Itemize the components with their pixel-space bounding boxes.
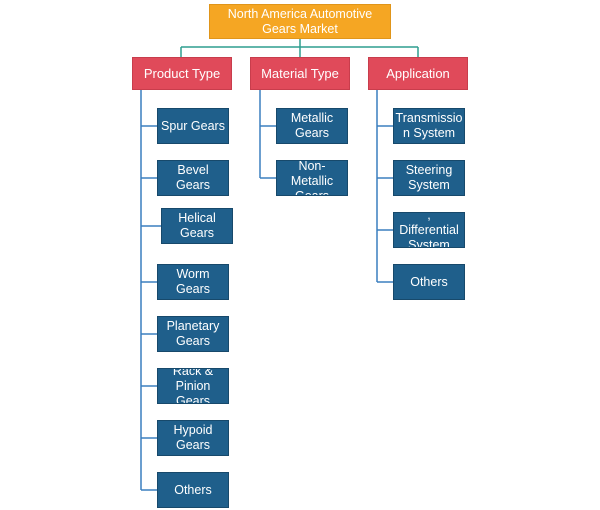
leaf-label: Metallic Gears [290, 111, 334, 140]
leaf-label: Others [410, 274, 448, 289]
leaf-helical-gears: Helical Gears [161, 208, 233, 244]
category-application: Application [368, 57, 468, 90]
root-connectors [180, 39, 419, 57]
leaf-label: Steering System [405, 163, 453, 192]
leaf-worm-gears: Worm Gears [157, 264, 229, 300]
category-label: Material Type [261, 66, 339, 81]
leaf-planetary-gears: Planetary Gears [157, 316, 229, 352]
leaf-transmission-system: Transmissio n System [393, 108, 465, 144]
category-label: Application [386, 66, 450, 81]
leaf-label: , Differential System [399, 212, 459, 248]
leaf-label: Spur Gears [161, 118, 225, 133]
leaf-label: Planetary Gears [166, 319, 220, 348]
leaf-label: Rack & Pinion Gears [172, 368, 214, 404]
leaf-bevel-gears: Bevel Gears [157, 160, 229, 196]
leaf-metallic-gears: Metallic Gears [276, 108, 348, 144]
leaf-steering-system: Steering System [393, 160, 465, 196]
leaf-label: Bevel Gears [175, 163, 211, 192]
leaf-label: Transmissio n System [395, 111, 463, 140]
category-material-type: Material Type [250, 57, 350, 90]
leaf-rack-pinion-gears: Rack & Pinion Gears [157, 368, 229, 404]
leaf-label: Helical Gears [178, 211, 216, 240]
leaf-differential-system: , Differential System [393, 212, 465, 248]
application-connectors [376, 90, 393, 283]
product-type-connectors [140, 90, 161, 491]
root-node: North America Automotive Gears Market [209, 4, 391, 39]
leaf-label: Non- Metallic Gears [290, 160, 334, 196]
leaf-application-others: Others [393, 264, 465, 300]
leaf-hypoid-gears: Hypoid Gears [157, 420, 229, 456]
leaf-spur-gears: Spur Gears [157, 108, 229, 144]
leaf-label: Worm Gears [175, 267, 211, 296]
root-label: North America Automotive Gears Market [227, 6, 373, 36]
category-product-type: Product Type [132, 57, 232, 90]
material-type-connectors [259, 90, 276, 179]
leaf-non-metallic-gears: Non- Metallic Gears [276, 160, 348, 196]
leaf-product-others: Others [157, 472, 229, 508]
leaf-label: Others [174, 482, 212, 497]
leaf-label: Hypoid Gears [173, 423, 213, 452]
category-label: Product Type [143, 66, 221, 81]
